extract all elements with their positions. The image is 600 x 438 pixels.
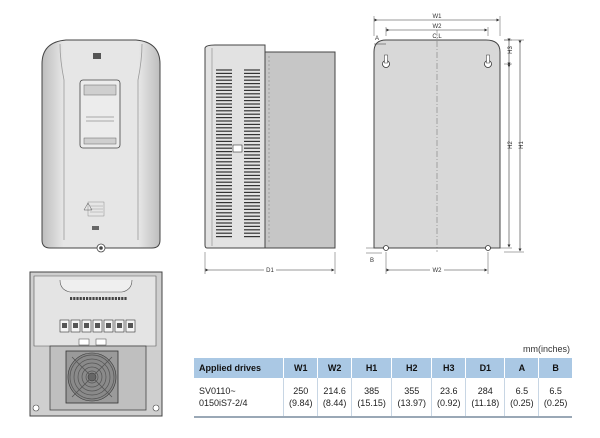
b-label: B	[370, 258, 374, 264]
a-label: A	[375, 36, 379, 42]
value-cell: 250 (9.84)	[283, 378, 319, 418]
w1-label: W1	[433, 14, 443, 20]
warning-label	[83, 201, 105, 217]
col-header: H1	[351, 358, 393, 378]
value-in: (9.84)	[289, 398, 313, 408]
value-mm: 6.5	[515, 386, 529, 396]
col-header: D1	[465, 358, 506, 378]
col-header: H3	[431, 358, 467, 378]
col-header: W1	[283, 358, 319, 378]
h2-label: H2	[508, 141, 514, 149]
logo-badge	[93, 53, 101, 59]
value-in: (0.25)	[543, 398, 568, 408]
value-in: (15.15)	[357, 398, 386, 408]
w2-bottom-label: W2	[433, 268, 443, 274]
back-view: W1 W2 C.L A H3 H2 H1 B W2	[366, 14, 525, 274]
units-label: mm(inches)	[522, 344, 570, 354]
dimensions-table: Applied drives W1 W2 H1 H2 H3 D1 A B SV0…	[194, 358, 572, 418]
d1-label: D1	[266, 268, 274, 274]
value-mm: 284	[477, 386, 493, 396]
drive-model-line: 0150iS7-2/4	[199, 398, 248, 408]
value-mm: 214.6	[323, 386, 346, 396]
value-cell: 385 (15.15)	[351, 378, 393, 418]
value-mm: 23.6	[439, 386, 458, 396]
cooling-fins	[216, 69, 260, 238]
col-header: B	[538, 358, 572, 378]
bottom-view	[29, 271, 163, 417]
value-in: (0.25)	[510, 398, 534, 408]
value-in: (0.92)	[437, 398, 461, 408]
w2-top-label: W2	[433, 24, 443, 30]
value-cell: 23.6 (0.92)	[431, 378, 467, 418]
drive-model-line: SV0110~	[199, 386, 236, 396]
value-mm: 250	[293, 386, 309, 396]
terminal-strip	[70, 297, 127, 300]
center-line-label: C.L	[432, 34, 442, 40]
value-mm: 385	[364, 386, 380, 396]
brand-mark	[92, 226, 99, 230]
drive-model-cell: SV0110~ 0150iS7-2/4	[194, 378, 285, 418]
value-in: (13.97)	[397, 398, 427, 408]
col-header: W2	[317, 358, 352, 378]
value-cell: 355 (13.97)	[391, 378, 433, 418]
value-mm: 6.5	[549, 386, 562, 396]
table-header-row: Applied drives W1 W2 H1 H2 H3 D1 A B	[194, 358, 572, 378]
value-in: (8.44)	[322, 398, 347, 408]
side-view: D1	[204, 44, 336, 274]
power-terminals	[59, 319, 136, 333]
table-row: SV0110~ 0150iS7-2/4 250 (9.84) 214.6 (8.44…	[194, 378, 572, 418]
col-header: Applied drives	[194, 358, 285, 378]
value-mm: 355	[404, 386, 420, 396]
heatsink	[264, 51, 336, 249]
value-cell: 6.5 (0.25)	[538, 378, 572, 418]
col-header: A	[504, 358, 540, 378]
value-cell: 6.5 (0.25)	[504, 378, 540, 418]
col-header: H2	[391, 358, 433, 378]
h3-label: H3	[508, 46, 514, 54]
value-cell: 284 (11.18)	[465, 378, 506, 418]
front-view	[41, 39, 161, 253]
value-in: (11.18)	[471, 398, 500, 408]
value-cell: 214.6 (8.44)	[317, 378, 352, 418]
keypad-panel	[79, 79, 121, 149]
h1-label: H1	[519, 141, 525, 149]
